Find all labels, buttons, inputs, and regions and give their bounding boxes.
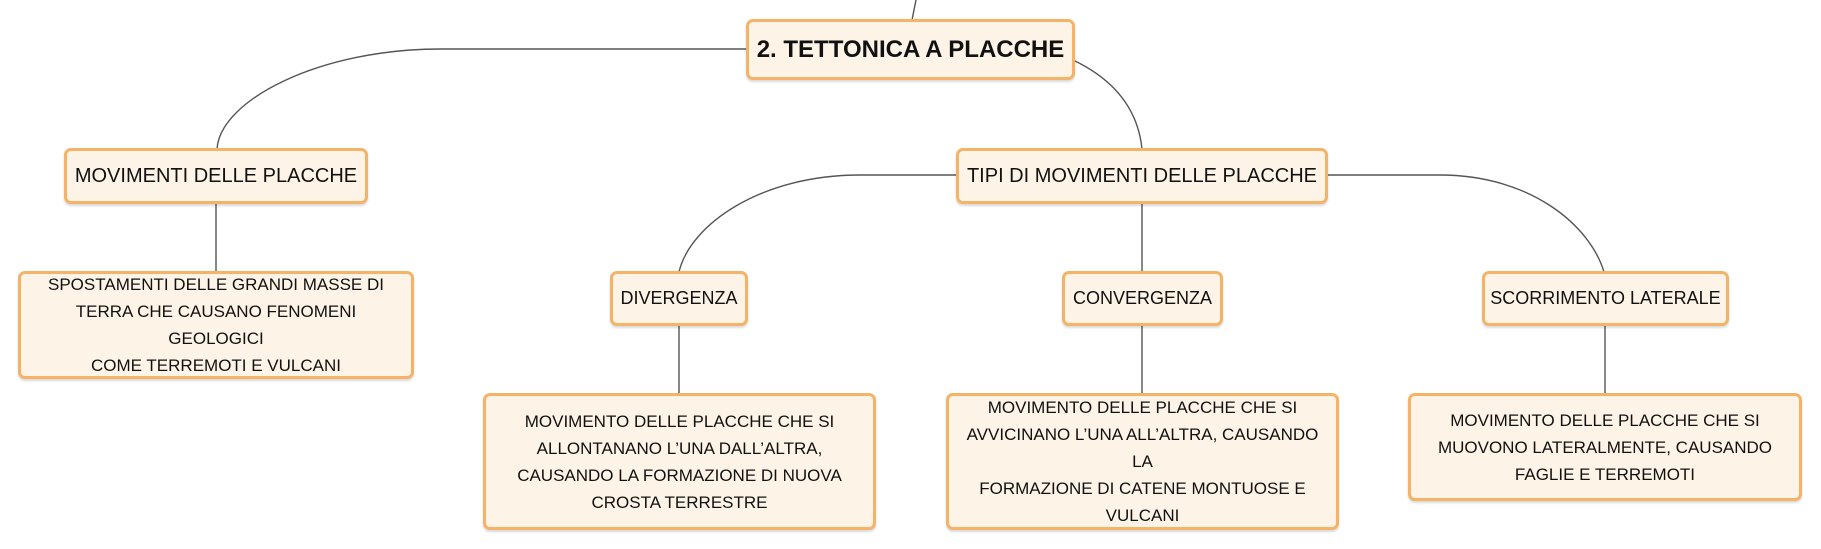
movimenti-detail-node[interactable]: SPOSTAMENTI DELLE GRANDI MASSE DI TERRA … xyxy=(18,271,414,379)
description-line: MOVIMENTO DELLE PLACCHE CHE SI xyxy=(1450,410,1760,430)
type-label: CONVERGENZA xyxy=(1072,288,1213,308)
description-line: VULCANI xyxy=(1105,506,1180,525)
detail-line: TERRA CHE CAUSANO FENOMENI GEOLOGICI xyxy=(75,302,357,348)
detail-line: SPOSTAMENTI DELLE GRANDI MASSE DI xyxy=(48,275,384,294)
description-line: FORMAZIONE DI CATENE MONTUOSE E xyxy=(979,479,1306,498)
type-label: DIVERGENZA xyxy=(620,288,738,308)
branch-movimenti-delle-placche[interactable]: MOVIMENTI DELLE PLACCHE xyxy=(64,148,368,204)
description-line: MUOVONO LATERALMENTE, CAUSANDO xyxy=(1437,437,1773,457)
root-node[interactable]: 2. TETTONICA A PLACCHE xyxy=(746,19,1075,80)
description-line: CROSTA TERRESTRE xyxy=(591,492,768,512)
connector-root-tipi xyxy=(1072,59,1143,150)
type-label: SCORRIMENTO LATERALE xyxy=(1490,288,1721,308)
connector-tipi-scorrimento xyxy=(1328,174,1605,273)
description-line: MOVIMENTO DELLE PLACCHE CHE SI xyxy=(987,398,1298,417)
type-divergenza[interactable]: DIVERGENZA xyxy=(610,271,748,326)
branch-tipi-di-movimenti[interactable]: TIPI DI MOVIMENTI DELLE PLACCHE xyxy=(956,148,1328,204)
convergenza-description[interactable]: MOVIMENTO DELLE PLACCHE CHE SI AVVICINAN… xyxy=(946,393,1339,530)
divergenza-description[interactable]: MOVIMENTO DELLE PLACCHE CHE SI ALLONTANA… xyxy=(483,393,876,530)
type-scorrimento-laterale[interactable]: SCORRIMENTO LATERALE xyxy=(1482,271,1729,326)
description-line: FAGLIE E TERREMOTI xyxy=(1514,464,1696,484)
branch-label: TIPI DI MOVIMENTI DELLE PLACCHE xyxy=(966,164,1318,187)
connector-from-parent xyxy=(911,0,917,21)
connector-tipi-divergenza xyxy=(678,174,957,273)
scorrimento-description[interactable]: MOVIMENTO DELLE PLACCHE CHE SI MUOVONO L… xyxy=(1408,393,1802,501)
description-line: AVVICINANO L’UNA ALL’ALTRA, CAUSANDO LA xyxy=(966,425,1319,471)
connector-root-movimenti xyxy=(216,48,749,150)
description-line: ALLONTANANO L’UNA DALL’ALTRA, xyxy=(536,438,823,458)
description-line: CAUSANDO LA FORMAZIONE DI NUOVA xyxy=(517,465,842,485)
branch-label: MOVIMENTI DELLE PLACCHE xyxy=(74,164,358,187)
description-line: MOVIMENTO DELLE PLACCHE CHE SI xyxy=(524,411,835,431)
type-convergenza[interactable]: CONVERGENZA xyxy=(1062,271,1223,326)
root-label: 2. TETTONICA A PLACCHE xyxy=(756,35,1065,63)
detail-line: COME TERREMOTI E VULCANI xyxy=(91,356,341,375)
